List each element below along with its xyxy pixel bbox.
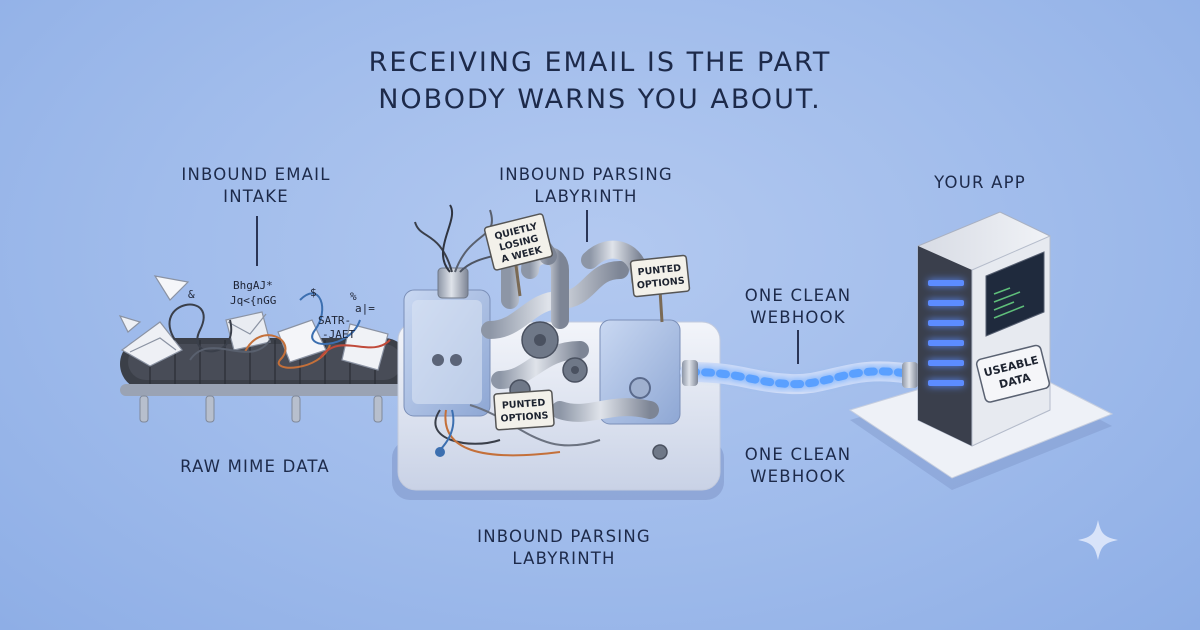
glyph-text: $ [310,286,317,299]
label-labyrinth-top: INBOUND PARSING LABYRINTH [476,164,696,208]
label-labyrinth-bottom: INBOUND PARSING LABYRINTH [454,526,674,570]
headline-line-2: NOBODY WARNS YOU ABOUT. [378,84,822,115]
sign-line: PUNTED [637,263,682,278]
glyph-text: BhgAJ* [233,279,273,292]
label-line: RAW MIME DATA [180,457,330,476]
label-line: INBOUND EMAIL [181,165,331,184]
leader-webhook [797,330,799,364]
sign-quietly-losing-a-week: QUIETLY LOSING A WEEK [483,213,554,297]
tangled-wires-intake [168,292,391,369]
headline: RECEIVING EMAIL IS THE PART NOBODY WARNS… [0,44,1200,118]
headline-line-1: RECEIVING EMAIL IS THE PART [368,47,832,78]
sign-line: OPTIONS [500,410,549,424]
label-line: LABYRINTH [512,549,616,568]
label-your-app: YOUR APP [900,172,1060,194]
sign-punted-options-top: PUNTED OPTIONS [629,254,691,323]
label-line: ONE CLEAN [744,445,852,464]
garbled-mime-text: BhgAJ* Jq<{nGG SATR- -JAET & $ % a|= [188,279,375,341]
glyph-text: & [188,288,195,301]
sparkle-icon [1078,520,1118,560]
glyph-text: a|= [355,302,375,315]
label-webhook-bottom: ONE CLEAN WEBHOOK [718,444,878,488]
label-line: LABYRINTH [534,187,638,206]
glyph-text: -JAET [322,328,355,341]
label-line: ONE CLEAN [744,286,852,305]
glyph-text: Jq<{nGG [230,294,276,307]
label-webhook-top: ONE CLEAN WEBHOOK [718,285,878,329]
label-line: INTAKE [223,187,289,206]
server-rack: USEABLE DATA [917,211,1051,447]
sign-line: OPTIONS [636,275,685,291]
label-inbound-email-intake: INBOUND EMAIL INTAKE [156,164,356,208]
sign-line: PUNTED [502,398,546,412]
label-line: WEBHOOK [750,308,846,327]
leader-intake [256,216,258,266]
glyph-text: SATR- [318,314,351,327]
webhook-tube [680,360,920,395]
label-line: YOUR APP [934,173,1026,192]
sign-punted-options-bottom: PUNTED OPTIONS [493,389,555,431]
conveyor-belt [120,338,410,423]
leader-labyrinth [586,210,588,242]
label-line: WEBHOOK [750,467,846,486]
glyph-text: % [350,290,357,303]
label-raw-mime-data: RAW MIME DATA [150,456,360,478]
label-line: INBOUND PARSING [499,165,673,184]
label-line: INBOUND PARSING [477,527,651,546]
